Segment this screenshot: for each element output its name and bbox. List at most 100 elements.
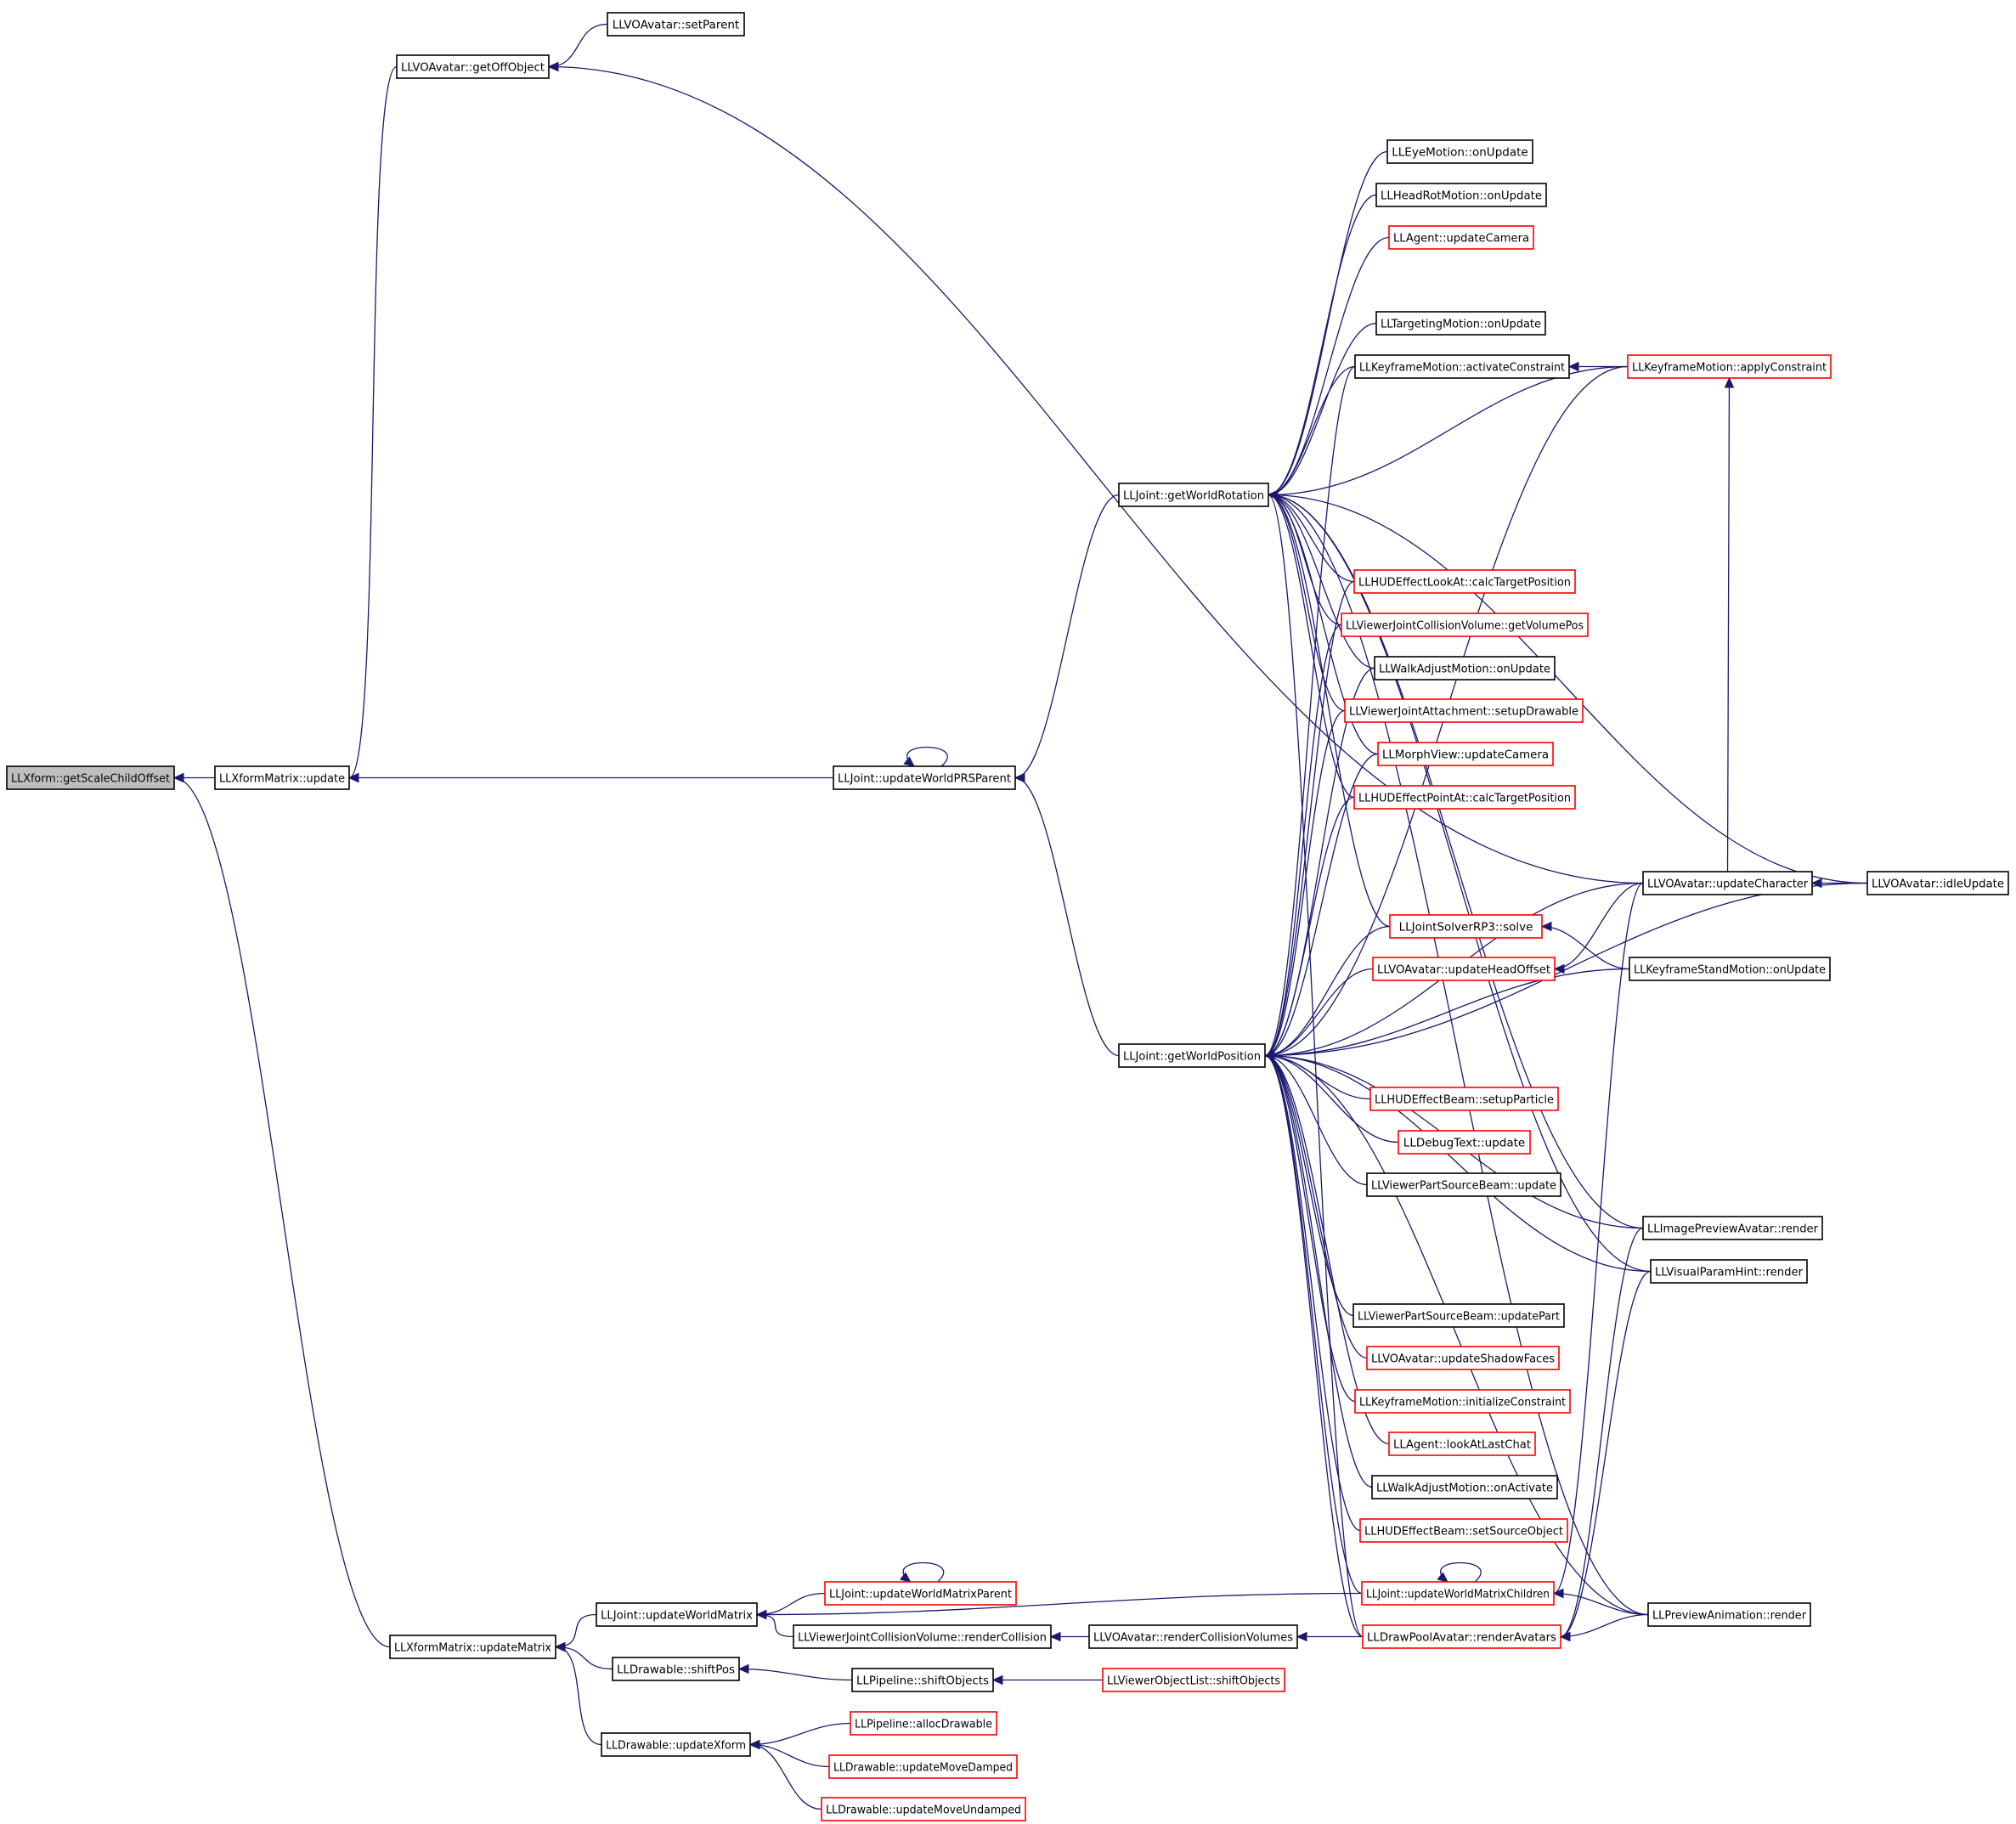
node-set-parent[interactable]: LLVOAvatar::setParent [607, 12, 745, 37]
node-hud-look-at[interactable]: LLHUDEffectLookAt::calcTargetPosition [1353, 569, 1576, 594]
node-walk-adjust-activate[interactable]: LLWalkAdjustMotion::onActivate [1371, 1475, 1558, 1499]
node-image-preview-render[interactable]: LLImagePreviewAvatar::render [1642, 1216, 1823, 1240]
node-update-world-matrix-parent[interactable]: LLJoint::updateWorldMatrixParent [824, 1581, 1017, 1606]
node-beam-set-source[interactable]: LLHUDEffectBeam::setSourceObject [1359, 1518, 1568, 1543]
node-render-collision-volumes[interactable]: LLVOAvatar::renderCollisionVolumes [1088, 1624, 1298, 1649]
node-label: LLJointSolverRP3::solve [1399, 921, 1533, 935]
node-render-avatars[interactable]: LLDrawPoolAvatar::renderAvatars [1362, 1624, 1561, 1649]
edge-update-world-prsparent-to-update-world-prsparent [906, 746, 948, 767]
node-label: LLHUDEffectBeam::setupParticle [1375, 1093, 1554, 1107]
edge-get-world-position-to-hud-point-at [1264, 796, 1355, 1057]
node-idle-update[interactable]: LLVOAvatar::idleUpdate [1866, 871, 2009, 895]
node-label: LLViewerJointAttachment::setupDrawable [1349, 705, 1578, 719]
node-solver-solve[interactable]: LLJointSolverRP3::solve [1389, 914, 1543, 939]
node-get-world-rotation[interactable]: LLJoint::getWorldRotation [1118, 483, 1269, 507]
node-init-constraint[interactable]: LLKeyframeMotion::initializeConstraint [1354, 1389, 1571, 1414]
edge-apply-constraint-to-update-character [1726, 377, 1731, 872]
edge-get-world-rotation-to-image-preview-render-arrowhead [1267, 489, 1279, 500]
node-update-character[interactable]: LLVOAvatar::updateCharacter [1642, 871, 1813, 895]
node-box [828, 1754, 1018, 1779]
node-box [1354, 1389, 1571, 1414]
node-label: LLWalkAdjustMotion::onUpdate [1379, 663, 1550, 676]
node-label: LLVOAvatar::updateCharacter [1647, 878, 1808, 891]
node-label: LLHUDEffectPointAt::calcTargetPosition [1358, 792, 1571, 805]
node-box [1627, 354, 1832, 379]
node-get-world-position[interactable]: LLJoint::getWorldPosition [1118, 1043, 1266, 1068]
node-box [821, 1797, 1026, 1821]
edge-update-world-matrix-children-to-update-character [1553, 882, 1644, 1595]
node-pipeline-shift-objects[interactable]: LLPipeline::shiftObjects [851, 1668, 994, 1692]
node-object-list-shift[interactable]: LLViewerObjectList::shiftObjects [1102, 1668, 1285, 1692]
node-render-collision[interactable]: LLViewerJointCollisionVolume::renderColl… [793, 1624, 1052, 1649]
node-activate-constraint[interactable]: LLKeyframeMotion::activateConstraint [1354, 354, 1570, 379]
node-visual-param-render[interactable]: LLVisualParamHint::render [1650, 1259, 1808, 1284]
node-label: LLKeyframeStandMotion::onUpdate [1634, 963, 1826, 977]
node-box [1386, 139, 1533, 164]
edge-get-world-rotation-to-activate-constraint [1268, 365, 1356, 496]
edge-get-world-rotation-to-apply-constraint [1268, 365, 1629, 496]
edge-get-scale-child-offset-to-xfm-update-matrix-arrowhead [172, 772, 184, 783]
node-stand-motion[interactable]: LLKeyframeStandMotion::onUpdate [1629, 957, 1831, 981]
node-part-source-update[interactable]: LLViewerPartSourceBeam::update [1366, 1172, 1561, 1197]
node-look-at-last-chat[interactable]: LLAgent::lookAtLastChat [1388, 1432, 1536, 1456]
edge-pipeline-shift-objects-to-object-list-shift-arrowhead [991, 1674, 1003, 1686]
node-box [1388, 225, 1534, 250]
edge-get-world-rotation-to-hud-look-at [1268, 494, 1355, 583]
node-get-scale-child-offset[interactable]: LLXform::getScaleChildOffset [6, 765, 175, 790]
edge-update-head-offset-to-update-character-arrowhead [1553, 963, 1565, 974]
node-box [1366, 1172, 1561, 1197]
node-box [1361, 1581, 1555, 1606]
node-box [1118, 483, 1269, 507]
node-move-damped[interactable]: LLDrawable::updateMoveDamped [828, 1754, 1018, 1779]
node-update-world-prsparent[interactable]: LLJoint::updateWorldPRSParent [833, 765, 1016, 790]
node-box [1359, 1518, 1568, 1543]
node-box [1354, 354, 1570, 379]
node-debug-text[interactable]: LLDebugText::update [1398, 1130, 1531, 1155]
edge-get-world-rotation-to-solver-solve [1268, 494, 1391, 928]
node-box [1341, 613, 1589, 637]
node-move-undamped[interactable]: LLDrawable::updateMoveUndamped [821, 1797, 1026, 1821]
node-setup-drawable[interactable]: LLViewerJointAttachment::setupDrawable [1344, 698, 1584, 723]
edge-xfm-update-matrix-to-update-xform-arrowhead [554, 1641, 566, 1652]
node-preview-anim-render[interactable]: LLPreviewAnimation::render [1647, 1602, 1811, 1627]
node-agent-update-camera[interactable]: LLAgent::updateCamera [1388, 225, 1534, 250]
node-update-xform[interactable]: LLDrawable::updateXform [601, 1732, 751, 1757]
node-label: LLAgent::updateCamera [1393, 232, 1529, 246]
edge-get-world-position-to-morph-view-camera [1264, 753, 1379, 1057]
edge-get-off-object-to-update-character-arrowhead [547, 61, 559, 72]
edge-update-world-matrix-parent-to-update-world-matrix-parent-arrowhead [899, 1572, 912, 1583]
node-get-volume-pos[interactable]: LLViewerJointCollisionVolume::getVolumeP… [1341, 613, 1589, 637]
node-walk-adjust-update[interactable]: LLWalkAdjustMotion::onUpdate [1374, 656, 1556, 680]
edge-get-world-rotation-to-image-preview-render [1268, 494, 1644, 1229]
node-shadow-faces[interactable]: LLVOAvatar::updateShadowFaces [1366, 1346, 1560, 1370]
node-morph-view-camera[interactable]: LLMorphView::updateCamera [1377, 742, 1554, 766]
edge-get-world-rotation-to-render-avatars [1268, 494, 1364, 1638]
node-label: LLHUDEffectBeam::setSourceObject [1364, 1525, 1563, 1539]
node-label: LLAgent::lookAtLastChat [1393, 1438, 1531, 1452]
node-box [214, 765, 350, 790]
node-eye-motion[interactable]: LLEyeMotion::onUpdate [1386, 139, 1533, 164]
node-label: LLKeyframeMotion::applyConstraint [1632, 361, 1827, 375]
node-label: LLMorphView::updateCamera [1382, 748, 1549, 762]
node-update-world-matrix-children[interactable]: LLJoint::updateWorldMatrixChildren [1361, 1581, 1555, 1606]
node-update-head-offset[interactable]: LLVOAvatar::updateHeadOffset [1372, 957, 1556, 981]
node-shift-pos[interactable]: LLDrawable::shiftPos [612, 1657, 740, 1681]
node-box [612, 1657, 740, 1681]
node-beam-setup-particle[interactable]: LLHUDEffectBeam::setupParticle [1369, 1087, 1559, 1111]
node-get-off-object[interactable]: LLVOAvatar::getOffObject [396, 54, 550, 79]
node-alloc-drawable[interactable]: LLPipeline::allocDrawable [850, 1711, 997, 1736]
node-xfm-update[interactable]: LLXformMatrix::update [214, 765, 350, 790]
node-xfm-update-matrix[interactable]: LLXformMatrix::updateMatrix [389, 1635, 556, 1659]
node-part-source-update-part[interactable]: LLViewerPartSourceBeam::updatePart [1352, 1303, 1565, 1328]
node-targeting-motion[interactable]: LLTargetingMotion::onUpdate [1375, 311, 1546, 336]
node-apply-constraint[interactable]: LLKeyframeMotion::applyConstraint [1627, 354, 1832, 379]
node-label: LLJoint::updateWorldPRSParent [838, 772, 1011, 786]
node-head-rot-motion[interactable]: LLHeadRotMotion::onUpdate [1375, 183, 1547, 207]
node-update-world-matrix[interactable]: LLJoint::updateWorldMatrix [596, 1602, 758, 1627]
edge-xfm-update-to-update-world-prsparent-arrowhead [347, 772, 359, 783]
edge-get-world-rotation-to-targeting-motion [1268, 322, 1377, 496]
edge-update-world-prsparent-to-get-world-position-arrowhead [1014, 772, 1025, 783]
node-box [1353, 785, 1576, 810]
node-box [1398, 1130, 1531, 1155]
node-hud-point-at[interactable]: LLHUDEffectPointAt::calcTargetPosition [1353, 785, 1576, 810]
